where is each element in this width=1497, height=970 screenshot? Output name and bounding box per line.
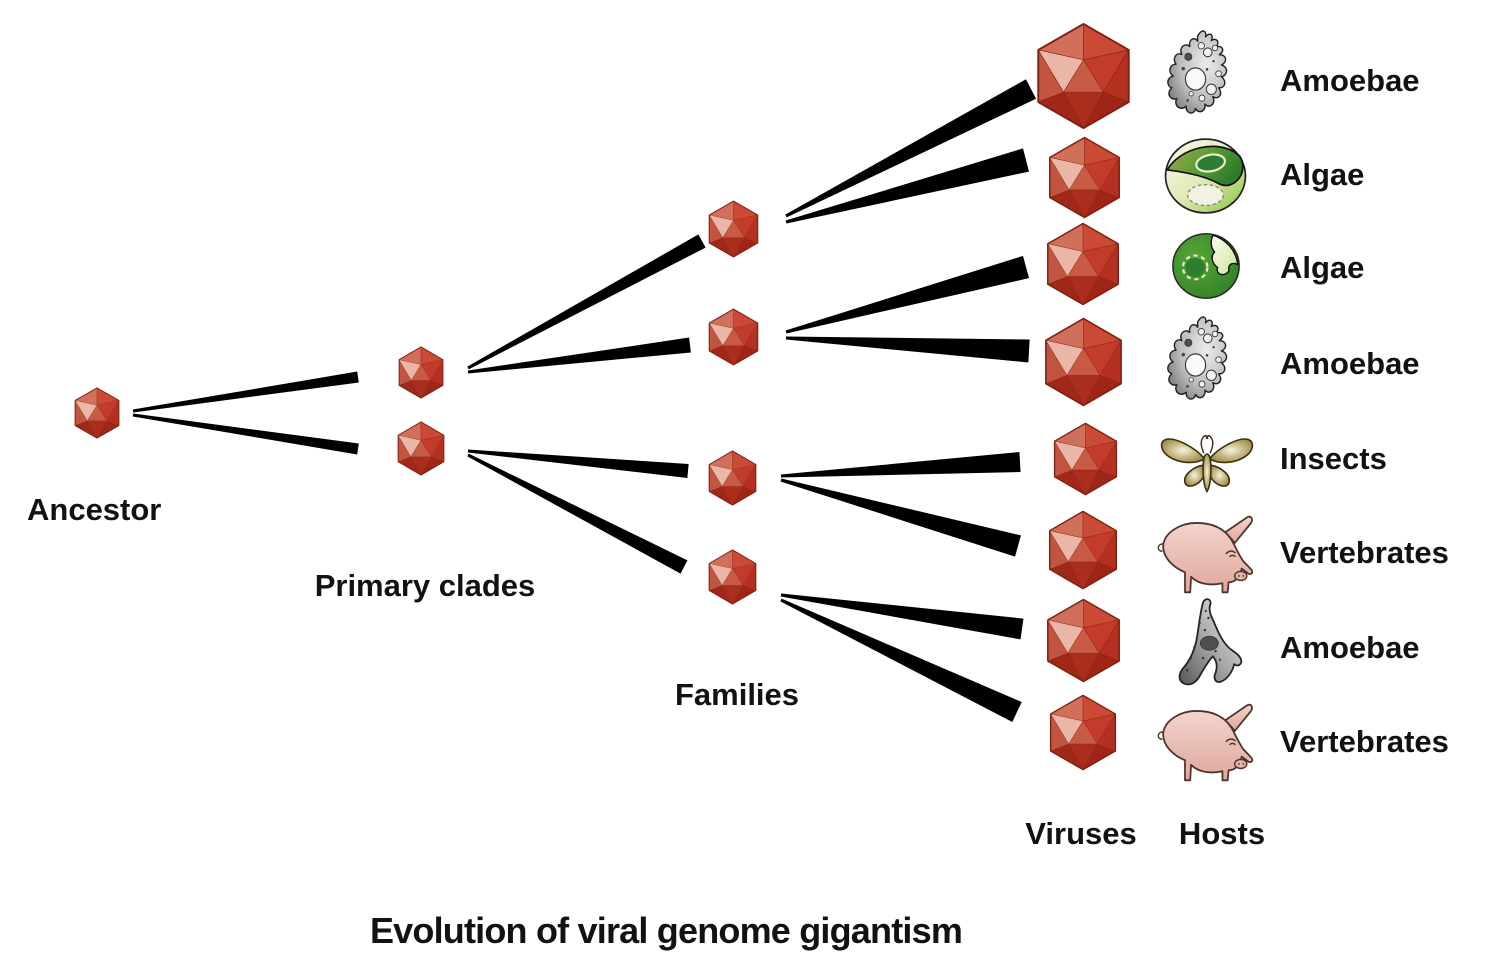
branch-family-2-to-virus-3 (785, 255, 1030, 334)
ancestor-virus-icon (74, 387, 120, 439)
pig-icon (1151, 700, 1273, 784)
branch-primary-clade-2-to-family-4 (467, 453, 688, 574)
primary-clade-2-virus-icon (397, 421, 445, 476)
host-label-algae-1: Algae (1280, 157, 1365, 192)
algae-sphere-icon (1163, 137, 1248, 215)
branch-family-3-to-virus-6 (780, 478, 1021, 557)
branch-ancestor-to-primary-clade-2 (132, 413, 359, 455)
family-3-virus-icon (708, 450, 757, 506)
virus-2-virus-icon (1048, 136, 1121, 219)
ancestor-label: Ancestor (27, 492, 162, 527)
host-label-algae-2: Algae (1280, 250, 1365, 285)
virus-7-virus-icon (1046, 598, 1121, 683)
primary-clade-1-virus-icon (398, 346, 444, 399)
virus-8-virus-icon (1049, 694, 1117, 771)
family-1-virus-icon (708, 200, 759, 258)
moth-icon (1156, 430, 1258, 494)
families-label: Families (674, 677, 800, 712)
host-label-vertebrates-1: Vertebrates (1280, 535, 1449, 570)
branch-family-1-to-virus-2 (785, 148, 1030, 224)
algae-cell-icon (1170, 231, 1242, 301)
virus-3-virus-icon (1046, 222, 1120, 306)
amoeba-branched-icon (1164, 597, 1244, 693)
branch-ancestor-to-primary-clade-1 (132, 371, 359, 413)
branch-family-3-to-virus-5 (780, 452, 1021, 478)
amoeba-icon (1166, 28, 1238, 124)
branch-family-4-to-virus-8 (780, 598, 1022, 722)
family-2-virus-icon (708, 308, 759, 366)
host-label-vertebrates-2: Vertebrates (1280, 724, 1449, 759)
branch-family-4-to-virus-7 (780, 593, 1024, 640)
primary-clades-label: Primary clades (314, 568, 536, 603)
figure-title: Evolution of viral genome gigantism (369, 910, 963, 951)
viruses-column-label: Viruses (1025, 816, 1137, 851)
host-label-amoebae-1: Amoebae (1280, 63, 1420, 98)
host-label-insects: Insects (1280, 441, 1387, 476)
host-label-amoebae-3: Amoebae (1280, 630, 1420, 665)
family-4-virus-icon (708, 549, 757, 605)
virus-6-virus-icon (1048, 510, 1118, 590)
branch-primary-clade-2-to-family-3 (467, 449, 689, 478)
hosts-column-label: Hosts (1178, 816, 1266, 851)
virus-1-virus-icon (1036, 22, 1131, 130)
pig-icon (1151, 512, 1273, 596)
virus-5-virus-icon (1053, 422, 1118, 496)
virus-4-virus-icon (1044, 317, 1123, 407)
branch-family-1-to-virus-1 (785, 79, 1037, 218)
amoeba-icon (1166, 314, 1238, 410)
branch-family-2-to-virus-4 (785, 336, 1030, 363)
branch-primary-clade-1-to-family-2 (467, 337, 691, 374)
branch-primary-clade-1-to-family-1 (467, 234, 706, 370)
host-label-amoebae-2: Amoebae (1280, 346, 1420, 381)
